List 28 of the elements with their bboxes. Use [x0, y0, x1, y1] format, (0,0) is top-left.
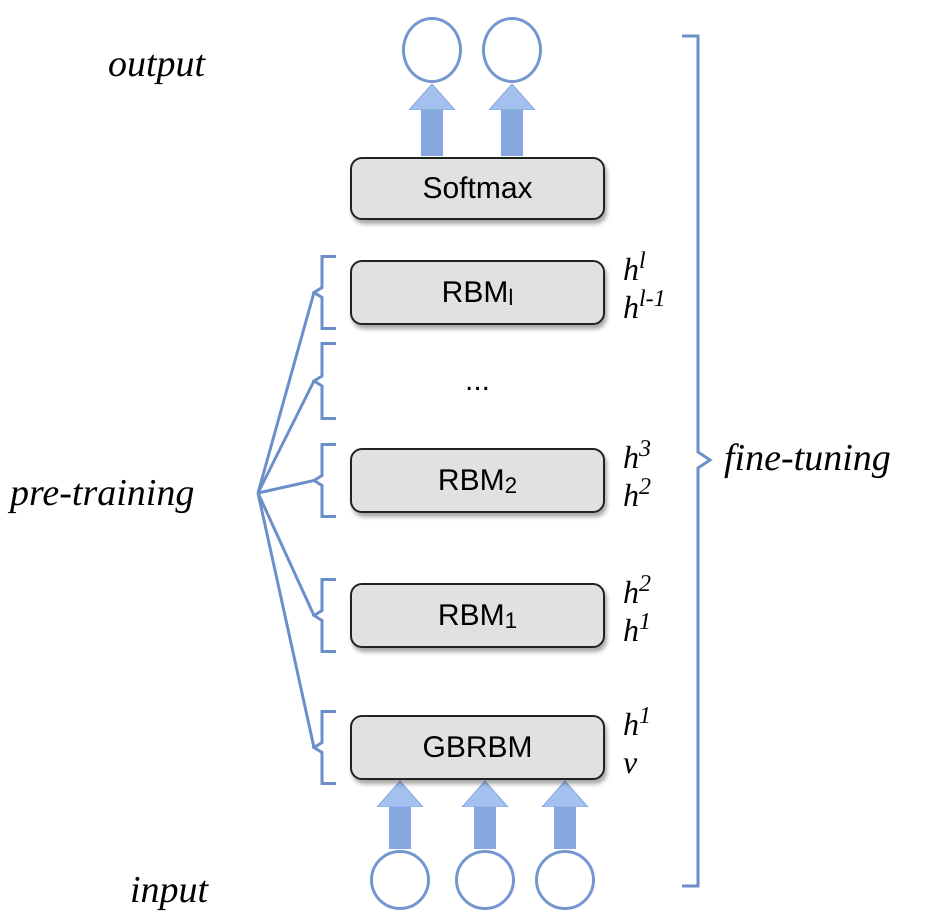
stage-label: input [130, 868, 208, 913]
block-arrow [376, 780, 424, 849]
layer-label: h$^{2}$ [623, 476, 651, 514]
stage-label: fine-tuning [724, 436, 891, 481]
block-arrow [408, 84, 456, 156]
layer-label: h$^{3}$ [623, 438, 651, 476]
layer-label: h$^{l}$ [623, 250, 647, 288]
layer-box: GBRBM [350, 715, 605, 780]
ellipsis-text: ... [464, 362, 491, 398]
block-arrow [488, 84, 536, 156]
layer-box: Softmax [350, 157, 605, 220]
stage-label: output [108, 42, 206, 87]
layer-label: v [623, 743, 638, 781]
layer-label: h$^{1}$ [623, 705, 651, 743]
connector-line [256, 380, 316, 494]
layer-box: RBM$_{1}$ [350, 583, 605, 648]
connector-line [256, 492, 316, 748]
block-arrow [462, 780, 508, 849]
layer-label: h$^{1}$ [623, 611, 651, 649]
layer-label: h$^{l-1}$ [623, 288, 666, 326]
group-label: pre-training [10, 466, 258, 520]
connector-line [256, 292, 316, 494]
layer-box: RBM$_{l}$ [350, 260, 605, 325]
connector-line [256, 492, 316, 616]
block-arrow [542, 780, 588, 849]
connector-line [258, 479, 314, 494]
layer-label: h$^{2}$ [623, 573, 651, 611]
layer-box: RBM$_{2}$ [350, 448, 605, 513]
